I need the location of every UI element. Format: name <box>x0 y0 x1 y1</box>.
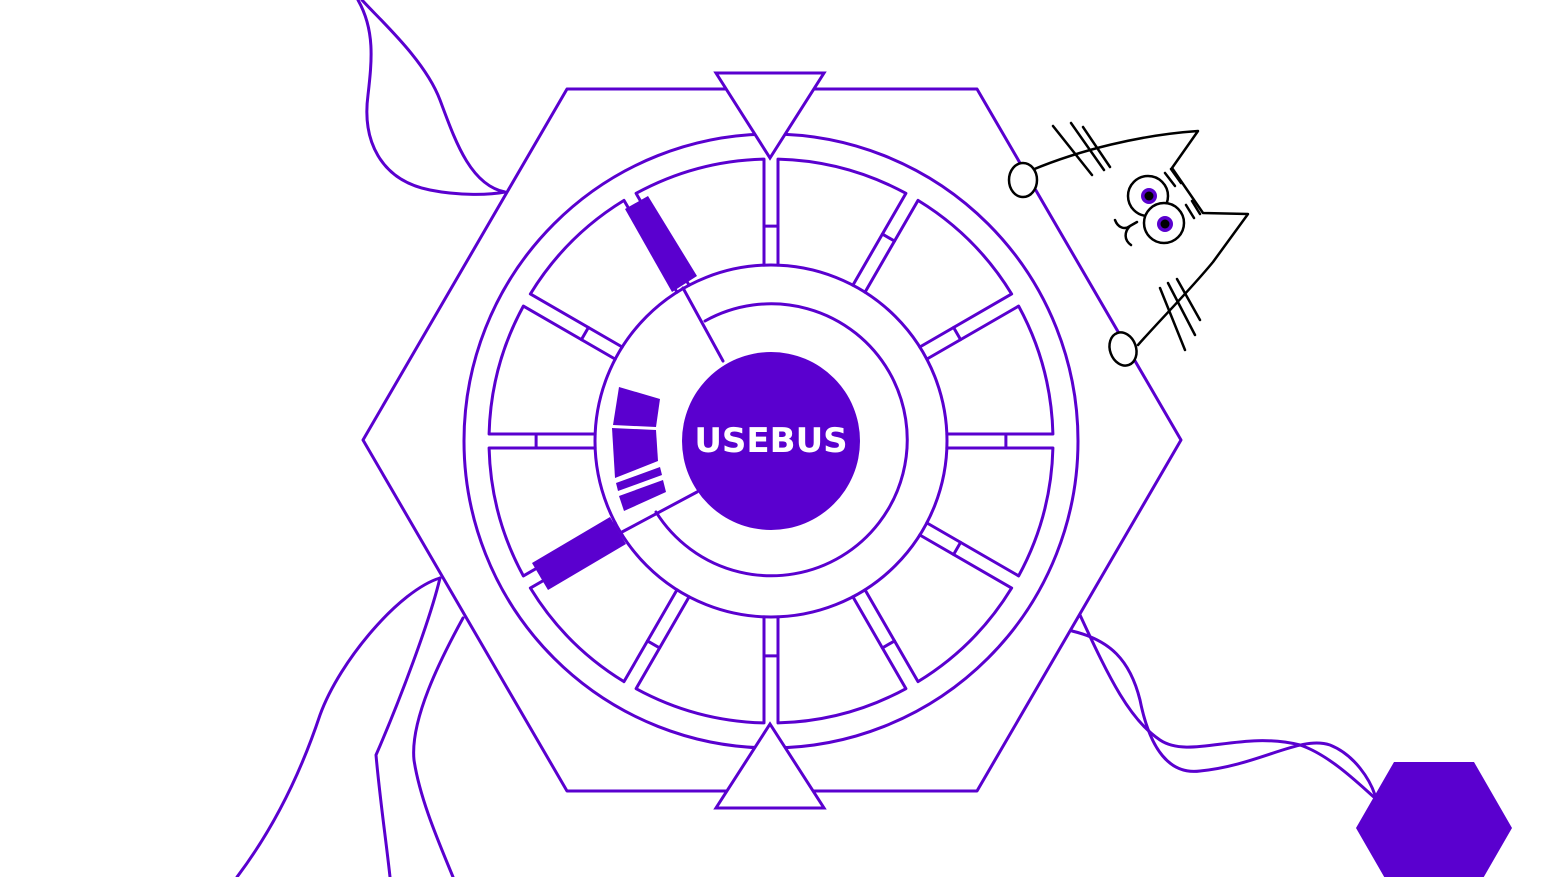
bottom-right-wire-2 <box>1070 629 1377 797</box>
segment-ring <box>487 157 1055 725</box>
inner-gauge-block-3 <box>616 467 662 491</box>
cat-whiskers-top <box>1051 121 1112 177</box>
cat-paw-top <box>1007 161 1039 199</box>
bottom-triangle-marker <box>713 721 827 810</box>
gap-crossbar <box>645 639 662 650</box>
inner-gauge-block-2 <box>612 428 658 478</box>
ring-segment <box>487 446 617 578</box>
gap-crossbar <box>880 232 897 243</box>
outer-hexagon <box>361 87 1183 793</box>
bottom-left-tendril-1 <box>235 576 442 879</box>
middle-ring <box>593 263 949 619</box>
cat-mouth <box>1113 218 1139 247</box>
top-left-tendril <box>356 0 507 196</box>
ring-segment <box>634 595 766 725</box>
inner-spoke-upper <box>681 286 725 363</box>
core-circle <box>682 352 860 530</box>
ring-segment <box>776 157 908 287</box>
cat-head-outline <box>1030 129 1250 347</box>
ring-segment <box>925 304 1055 436</box>
cat-brow-marks <box>1163 167 1202 220</box>
core-label: USEBUS <box>694 421 848 461</box>
small-hexagon <box>1356 762 1512 881</box>
bottom-right-wire-1 <box>1078 613 1377 800</box>
gap-crossbar <box>579 325 590 342</box>
gap-crossbar <box>952 325 963 342</box>
ring-segment <box>487 304 617 436</box>
ring-segment <box>634 157 766 287</box>
top-triangle-marker <box>713 71 827 161</box>
cat-pupil-left <box>1144 191 1154 201</box>
ring-segment <box>925 446 1055 578</box>
cat-paw-bottom <box>1108 331 1138 367</box>
inner-gauge-block-1 <box>613 387 660 427</box>
ring-segment <box>863 198 1014 349</box>
inner-gauge-block-4 <box>619 480 666 511</box>
cat-pupil-right <box>1160 219 1170 229</box>
lower-left-filled-bar <box>532 517 626 590</box>
bottom-left-tendril-3 <box>412 616 465 879</box>
inner-partial-ring <box>654 302 909 578</box>
gap-crossbar <box>880 639 897 650</box>
ring-segment <box>776 595 908 725</box>
bottom-left-tendril-2 <box>374 576 442 879</box>
gap-crossbar <box>952 540 963 557</box>
upper-left-filled-bar <box>625 196 697 292</box>
ring-segment <box>528 198 679 349</box>
ring-segment <box>863 533 1014 684</box>
cat-whiskers-bottom <box>1158 277 1202 352</box>
cat-illustration <box>1007 121 1250 367</box>
ring-segment <box>528 533 679 684</box>
inner-spoke-lower <box>620 490 699 534</box>
filled-blocks <box>532 196 697 590</box>
